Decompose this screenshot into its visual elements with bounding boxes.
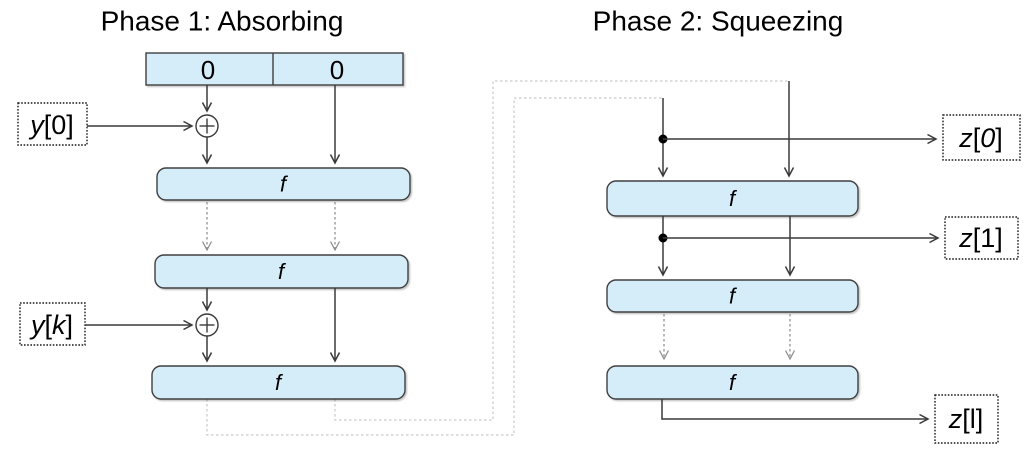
output-label-zl: z[l] [948, 404, 984, 434]
f-function-box-squeeze-3 [606, 365, 859, 400]
f-label-squeeze-3: f [729, 370, 738, 395]
input-label-y0: y[0] [28, 110, 74, 140]
phase2-squeezing: z[0] f z[1] f f z[l] [606, 81, 1021, 444]
xor-icon [195, 313, 219, 337]
initial-state-left-value: 0 [201, 55, 215, 85]
xor-icon [195, 114, 219, 138]
f-label-absorb-1: f [280, 172, 289, 197]
output-box-zl [934, 394, 999, 444]
f-label-absorb-3: f [275, 370, 284, 395]
f-function-box-squeeze-1 [606, 180, 859, 217]
f-function-box-absorb-1 [156, 167, 411, 201]
phase1-absorbing: 0 0 y[0] f f y[k] [17, 52, 411, 400]
f-function-box-squeeze-2 [606, 279, 859, 313]
f-label-squeeze-1: f [729, 186, 738, 211]
input-box-yk [19, 302, 86, 346]
f-label-squeeze-2: f [729, 284, 738, 309]
f-function-box-absorb-2 [154, 254, 409, 289]
input-label-yk: y[k] [29, 310, 73, 340]
output-box-z0 [942, 114, 1021, 161]
phase2-title: Phase 2: Squeezing [593, 6, 844, 37]
f-function-box-absorb-3 [151, 365, 406, 400]
initial-state-box [145, 52, 404, 86]
output-box-z1 [944, 216, 1019, 260]
input-box-y0 [17, 102, 88, 146]
phase1-title: Phase 1: Absorbing [101, 6, 344, 37]
arrow-to-zl [661, 399, 930, 425]
f-label-absorb-2: f [278, 259, 287, 284]
initial-state-right-value: 0 [330, 55, 344, 85]
output-label-z0: z[0] [958, 123, 1003, 153]
routing-line-capacity-state [334, 80, 789, 421]
output-label-z1: z[1] [958, 223, 1003, 253]
